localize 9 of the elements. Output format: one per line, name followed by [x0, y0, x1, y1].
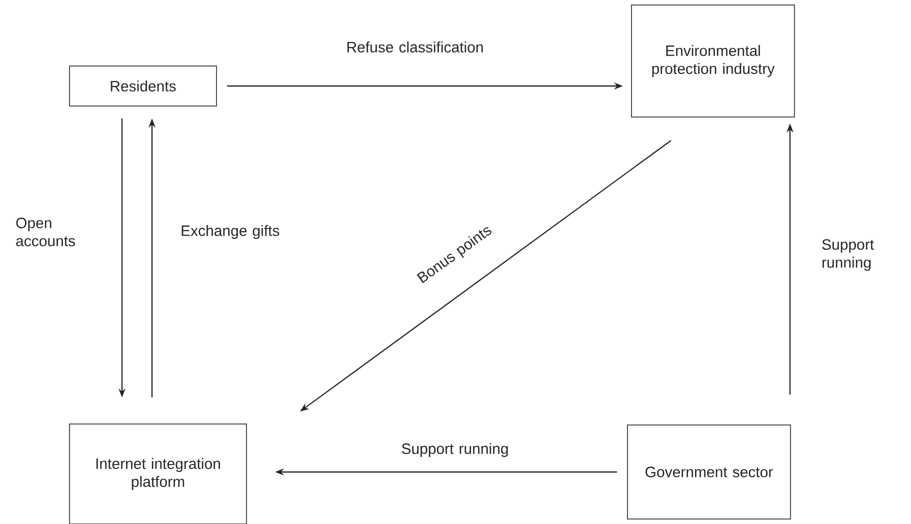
process-box: Environmental protection industry — [631, 4, 795, 118]
process-box: Residents — [69, 66, 217, 106]
edge-label: Exchange gifts — [182, 225, 280, 239]
edge-label: Refuse classification — [347, 42, 483, 52]
process-box: Internet integration platform — [69, 424, 247, 524]
edge-label: Support running — [822, 239, 874, 271]
edge-label: Open accounts — [16, 218, 76, 246]
edge-label: Support running — [402, 443, 508, 457]
process-box: Government sector — [627, 424, 791, 520]
